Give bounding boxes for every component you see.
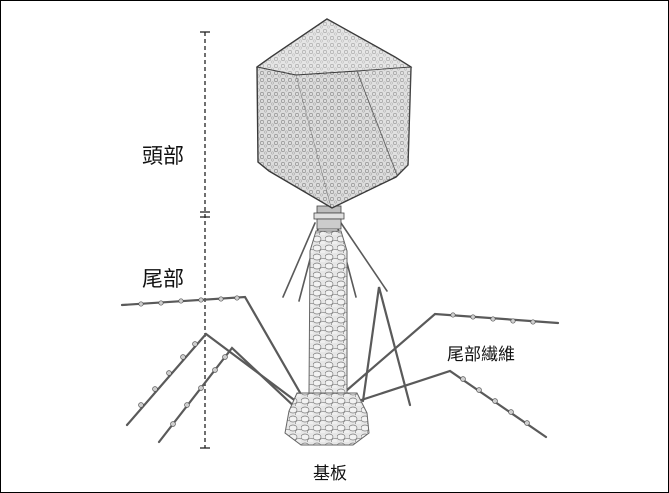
baseplate-shape — [285, 393, 369, 445]
tail-label: 尾部 — [142, 263, 184, 293]
baseplate-label: 基板 — [313, 459, 347, 484]
collar — [314, 206, 344, 229]
tail-fibers-label: 尾部繊維 — [447, 340, 515, 365]
head-label: 頭部 — [142, 140, 184, 170]
capsid-head — [257, 19, 411, 208]
tail-sheath — [309, 231, 347, 393]
